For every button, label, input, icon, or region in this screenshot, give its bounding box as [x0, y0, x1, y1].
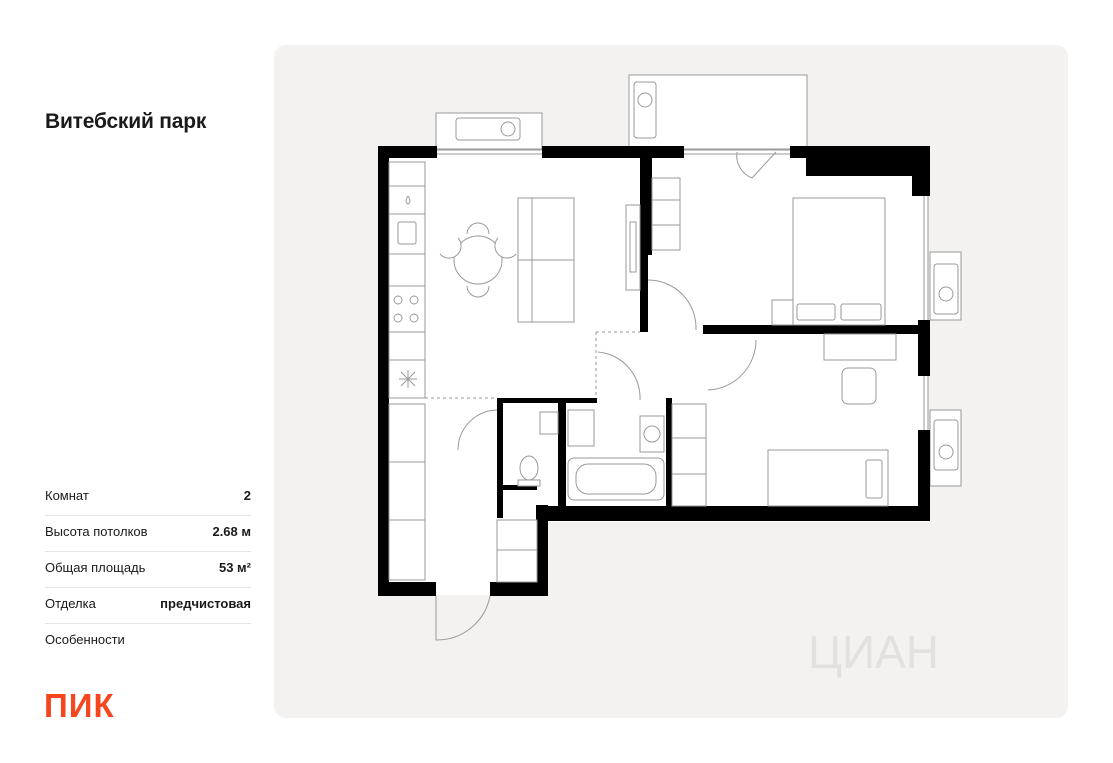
- spec-finish: Отделка предчистовая: [45, 588, 251, 624]
- spec-value: 2.68 м: [212, 524, 251, 539]
- sofa: [517, 197, 641, 323]
- floor-plan-panel: ЦИАН: [274, 45, 1068, 718]
- outer-walls: [378, 146, 930, 596]
- spec-total-area: Общая площадь 53 м²: [45, 552, 251, 588]
- ac-units: [455, 81, 959, 471]
- spec-label: Отделка: [45, 596, 96, 611]
- wardrobe: [388, 403, 538, 583]
- spec-value: 2: [243, 488, 251, 503]
- specs-list: Комнат 2 Высота потолков 2.68 м Общая пл…: [45, 480, 251, 660]
- balcony-2: [628, 74, 808, 150]
- spec-label: Общая площадь: [45, 560, 146, 575]
- kitchen-counter: [388, 161, 426, 399]
- spec-label: Особенности: [45, 632, 125, 647]
- spec-features: Особенности: [45, 624, 251, 660]
- spec-label: Высота потолков: [45, 524, 148, 539]
- project-title: Витебский парк: [45, 110, 207, 133]
- bedroom-2-furniture: [671, 333, 897, 507]
- info-panel: Витебский парк Комнат 2 Высота потолков …: [0, 0, 270, 763]
- pik-logo: ПИК: [44, 687, 115, 724]
- spec-value: 53 м²: [218, 560, 251, 575]
- spec-value: предчистовая: [160, 596, 251, 611]
- spec-rooms: Комнат 2: [45, 480, 251, 516]
- watermark-text: ЦИАН: [808, 626, 939, 678]
- zone-lines: [389, 331, 640, 399]
- doors: [435, 151, 777, 641]
- bedroom-1-furniture: [651, 177, 886, 326]
- spec-ceiling-height: Высота потолков 2.68 м: [45, 516, 251, 552]
- windows: [437, 149, 929, 430]
- dining-table: [439, 222, 517, 298]
- spec-label: Комнат: [45, 488, 89, 503]
- bathroom-fixtures: [517, 409, 665, 501]
- floor-plan: ЦИАН: [378, 74, 962, 678]
- interior-walls: [497, 155, 918, 518]
